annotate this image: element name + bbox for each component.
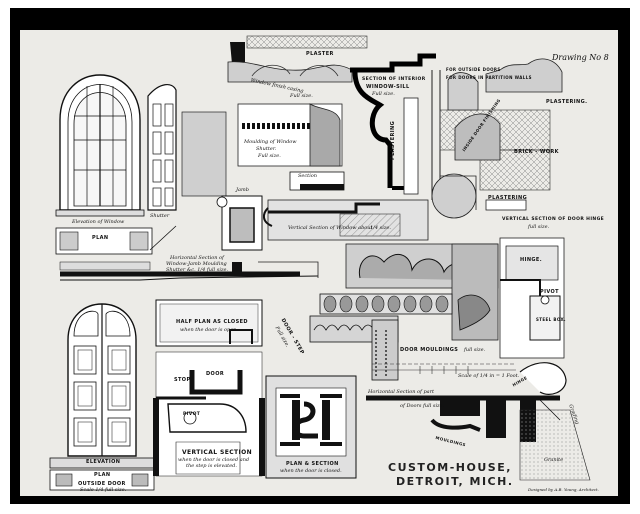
label-elevation-window: Elevation of Window xyxy=(72,219,125,225)
label-half-plan-closed: HALF PLAN AS CLOSED xyxy=(176,319,248,325)
label-elevation: ELEVATION xyxy=(86,459,121,465)
door-step-vertical-section xyxy=(153,351,265,477)
label-door-mouldings: DOOR MOULDINGS xyxy=(400,347,459,353)
label-moulding-shutter-3: Full size. xyxy=(258,153,281,159)
door-mouldings xyxy=(309,243,499,381)
label-horizontal-jamb-2: Window-Jamb Moulding xyxy=(166,261,227,267)
shutter-elevation xyxy=(147,84,177,211)
label-half-plan-open: when the door is open xyxy=(180,327,237,333)
label-sill-full-size: Full size. xyxy=(372,91,395,97)
outside-door-elevation xyxy=(49,303,155,491)
window-sill-section xyxy=(350,53,436,195)
label-plaster: PLASTER xyxy=(306,51,334,57)
label-partition-walls: FOR DOORS IN PARTITION WALLS xyxy=(446,75,532,80)
label-vertical-section-2: when the door is closed and xyxy=(178,457,250,463)
label-window-sill: WINDOW-SILL xyxy=(366,84,410,90)
label-door-plan: PLAN xyxy=(94,472,111,478)
label-steel-box: STEEL BOX. xyxy=(536,317,566,322)
label-plastering-vertical: PLASTERING xyxy=(390,120,396,160)
label-window-plan: PLAN xyxy=(92,235,109,241)
label-plastering-2: PLASTERING xyxy=(488,195,528,201)
label-moulding-shutter: Moulding of Window xyxy=(244,139,297,145)
plan-section-box xyxy=(265,375,357,479)
label-jamb: Jamb xyxy=(236,187,249,193)
label-section: Section xyxy=(298,173,318,179)
window-elevation xyxy=(55,74,145,217)
label-plastering: PLASTERING. xyxy=(546,99,588,105)
label-vertical-window: Vertical Section of Window about xyxy=(288,225,373,231)
label-horizontal-jamb: Horizontal Section of xyxy=(170,255,224,261)
door-finishing-detail xyxy=(431,58,563,219)
label-plan-section-2: when the door is closed. xyxy=(280,468,342,474)
label-pivot-2: PIVOT xyxy=(183,412,201,417)
label-hinge: HINGE. xyxy=(520,257,543,263)
label-shutter: Shutter xyxy=(150,213,170,219)
label-horizontal-part: Horizontal Section of part xyxy=(368,389,435,395)
door-step-strip xyxy=(372,363,516,374)
label-scale-fourth: Scale of 1/4 in = 1 Foot. xyxy=(458,373,520,379)
window-vertical-section xyxy=(262,199,429,241)
label-horizontal-part-2: of Doors full size. xyxy=(400,403,445,409)
label-outside-door: OUTSIDE DOOR xyxy=(78,481,126,487)
sheet-credit: Designed by A.B. Young, Architect. xyxy=(528,487,599,492)
label-vertical-window-scale: 1/4 size. xyxy=(370,225,391,231)
sheet-title-line1: CUSTOM-HOUSE, xyxy=(388,461,512,474)
door-hinge-section xyxy=(499,237,565,359)
label-full-size: Full size. xyxy=(290,93,313,99)
label-vertical-section-3: the step is elevated. xyxy=(186,463,237,469)
label-stop: STOP xyxy=(174,377,191,383)
label-moulding-shutter-2: Shutter. xyxy=(256,146,277,152)
label-outside-doors: FOR OUTSIDE DOORS xyxy=(446,67,501,72)
label-pivot: PIVOT xyxy=(540,289,559,295)
window-plan xyxy=(55,225,177,255)
plaster-cornice xyxy=(227,35,368,83)
horizontal-jamb-section xyxy=(59,261,319,281)
label-plan-section: PLAN & SECTION xyxy=(286,461,339,467)
label-outside-door-scale: Scale 1/4 full size. xyxy=(80,487,127,493)
label-horizontal-jamb-3: Shutter &c. 1/4 full size. xyxy=(166,267,229,273)
label-vertical-door-hinge: VERTICAL SECTION OF DOOR HINGE xyxy=(502,217,605,222)
label-door-mouldings-full: full size. xyxy=(464,347,486,353)
label-brick-work: BRICK - WORK xyxy=(514,149,559,155)
label-door: DOOR xyxy=(206,371,225,377)
label-section-interior: SECTION OF INTERIOR xyxy=(362,77,426,82)
door-horizontal-section xyxy=(366,362,591,481)
sheet-title-line2: DETROIT, MICH. xyxy=(396,475,514,488)
label-vertical-section: VERTICAL SECTION xyxy=(182,449,253,456)
label-vertical-door-hinge-2: full size. xyxy=(528,224,550,230)
drawing-number: Drawing No 8 xyxy=(552,53,609,62)
jamb-moulding xyxy=(181,103,345,251)
half-plan-box xyxy=(155,299,263,347)
label-granite: Granite xyxy=(544,457,564,463)
